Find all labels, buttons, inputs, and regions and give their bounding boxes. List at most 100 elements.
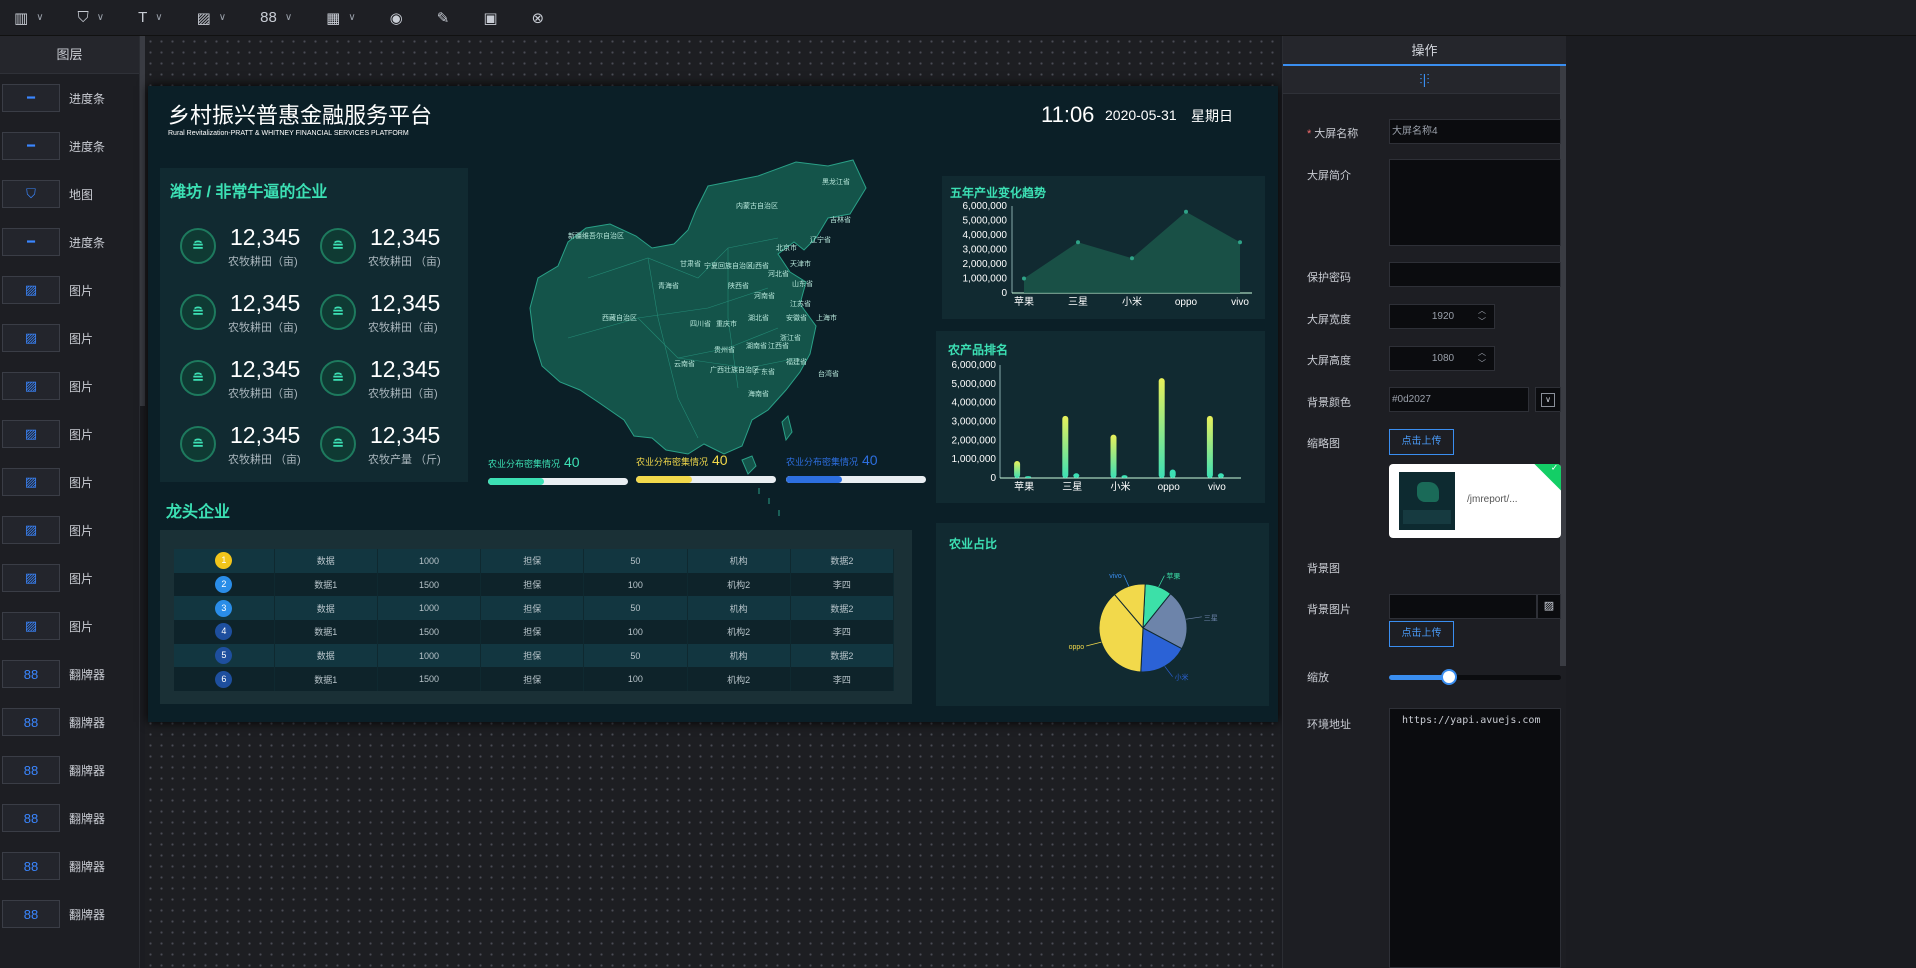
stepper-icon[interactable]: ︿﹀ (1478, 348, 1486, 368)
layer-item[interactable]: ▨图片 (0, 458, 139, 506)
color-picker-button[interactable]: ∨ (1535, 387, 1561, 412)
map-region-label: 辽宁省 (810, 235, 831, 244)
layer-item[interactable]: ▨图片 (0, 362, 139, 410)
area-point[interactable] (1076, 240, 1080, 245)
thumbnail-upload-button[interactable]: 点击上传 (1389, 429, 1454, 455)
chevron-down-icon[interactable]: ∨ (348, 12, 356, 23)
env-url-textarea[interactable]: https://yapi.avuejs.com (1389, 708, 1561, 968)
layer-item-label: 进度条 (69, 235, 106, 250)
scale-slider-handle[interactable] (1441, 669, 1458, 685)
chevron-down-icon[interactable]: ∨ (155, 12, 163, 23)
layer-item[interactable]: ━进度条 (0, 74, 139, 122)
layer-item[interactable]: ⛉地图 (0, 170, 139, 218)
dashboard-screen[interactable]: 乡村振兴普惠金融服务平台 Rural Revitalization-PRATT … (148, 86, 1278, 722)
screen-desc-textarea[interactable] (1389, 159, 1561, 246)
bar[interactable] (1025, 476, 1032, 478)
layer-scrollbar[interactable] (140, 36, 145, 406)
layer-item[interactable]: ▨图片 (0, 602, 139, 650)
chevron-down-icon[interactable]: ∨ (36, 12, 44, 23)
layer-item[interactable]: ▨图片 (0, 314, 139, 362)
layer-item[interactable]: ▨图片 (0, 506, 139, 554)
stepper-icon[interactable]: ︿﹀ (1478, 306, 1486, 326)
image-picker-button[interactable]: ▨ (1537, 594, 1561, 619)
layer-item[interactable]: ▨图片 (0, 266, 139, 314)
chevron-down-icon[interactable]: ∨ (284, 12, 293, 23)
bg-image-upload-button[interactable]: 点击上传 (1389, 621, 1454, 647)
bg-color-input[interactable]: #0d2027 (1389, 387, 1529, 412)
stat-value: 12,345 (370, 224, 441, 250)
map-tool[interactable]: ⛉∨ (78, 0, 105, 36)
y-tick-label: 5,000,000 (952, 379, 997, 390)
layer-item[interactable]: ━进度条 (0, 218, 139, 266)
bar[interactable] (1014, 461, 1021, 478)
area-point[interactable] (1238, 240, 1242, 245)
settings-tab[interactable]: ⫶|⫶ (1283, 66, 1566, 94)
bar[interactable] (1110, 434, 1117, 478)
bar[interactable] (1217, 473, 1224, 478)
preview-tool[interactable]: ◉ (390, 0, 403, 36)
area-point[interactable] (1130, 256, 1134, 261)
pie-slice[interactable] (1113, 583, 1146, 630)
properties-scrollbar[interactable] (1560, 66, 1566, 666)
edit-tool[interactable]: ✎ (437, 0, 450, 36)
text-tool[interactable]: T∨ (138, 0, 163, 36)
pie-slice[interactable] (1140, 627, 1183, 673)
save-tool[interactable]: ▣ (483, 0, 497, 36)
bar[interactable] (1169, 469, 1176, 478)
chevron-down-icon[interactable]: ∨ (96, 12, 105, 23)
x-tick-label: 苹果 (1014, 295, 1034, 308)
close-tool[interactable]: ⊗ (532, 0, 545, 36)
bar[interactable] (1158, 378, 1165, 478)
ranking-bar-chart[interactable]: 01,000,0002,000,0003,000,0004,000,0005,0… (936, 331, 1265, 503)
area-point[interactable] (1022, 276, 1026, 281)
widget-tool[interactable]: 88∨ (260, 0, 292, 36)
pie-slice[interactable] (1142, 593, 1188, 650)
width-input[interactable]: 1920︿﹀ (1389, 304, 1495, 329)
scale-slider[interactable] (1389, 669, 1561, 685)
thumbnail-card[interactable]: /jmreport/... ✓ (1389, 464, 1561, 538)
bar[interactable] (1073, 473, 1080, 478)
layer-item[interactable]: ━进度条 (0, 122, 139, 170)
screen-name-input[interactable]: 大屏名称4 (1389, 119, 1561, 144)
y-tick-label: 0 (1001, 288, 1007, 299)
layer-item[interactable]: ▨图片 (0, 410, 139, 458)
layer-item[interactable]: ▨图片 (0, 554, 139, 602)
map-region-label: 甘肃省 (680, 259, 701, 268)
area-point[interactable] (1184, 209, 1188, 214)
china-map[interactable]: 黑龙江省内蒙古自治区吉林省新疆维吾尔自治区辽宁省北京市甘肃省宁夏回族自治区山西省… (528, 158, 928, 528)
trend-area-chart[interactable]: 01,000,0002,000,0003,000,0004,000,0005,0… (942, 176, 1265, 319)
password-input[interactable] (1389, 262, 1561, 287)
bg-image-input[interactable] (1389, 594, 1537, 619)
chevron-down-icon[interactable]: ∨ (218, 12, 227, 23)
chart-tool[interactable]: ▥∨ (14, 0, 44, 36)
bar[interactable] (1206, 415, 1213, 478)
height-input[interactable]: 1080︿﹀ (1389, 346, 1495, 371)
image-tool[interactable]: ▨∨ (197, 0, 227, 36)
pie-slice[interactable] (1098, 593, 1144, 673)
table-tool[interactable]: ▦∨ (326, 0, 356, 36)
bar[interactable] (1062, 415, 1069, 478)
bar[interactable] (1121, 475, 1128, 478)
